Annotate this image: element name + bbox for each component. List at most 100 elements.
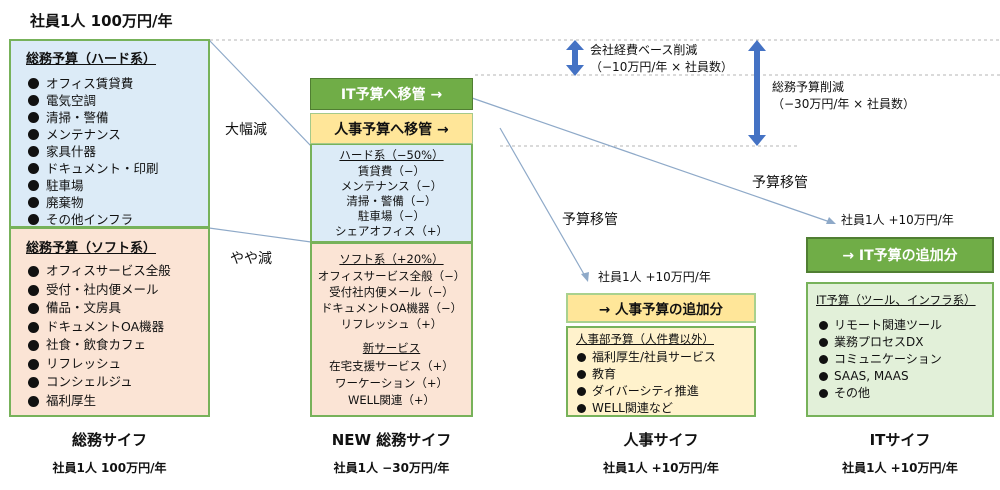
new-ga-hard-title: ハード系（−50%） (339, 148, 444, 162)
ga-wallet-value: 社員1人 100万円/年 (52, 461, 167, 475)
list-item: WELL関連など (576, 400, 716, 417)
bullet-icon (28, 395, 39, 407)
list-item-text: ドキュメントOA機器 (46, 318, 165, 334)
hr-add-banner: → 人事予算の追加分 (566, 293, 756, 323)
new-ga-soft-box: ソフト系（+20%） オフィスサービス全般（−）受付社内便メール（−）ドキュメン… (310, 242, 473, 417)
list-item-text: 家具什器 (46, 144, 97, 159)
bullet-icon (28, 214, 39, 225)
list-item: ダイバーシティ推進 (576, 383, 716, 400)
bullet-icon (28, 146, 39, 157)
bullet-icon (28, 180, 39, 191)
new-services-title: 新サービス (362, 341, 421, 355)
list-item: その他インフラ (26, 211, 159, 228)
ga-hard-list: オフィス賃貸費電気空調清掃・警備メンテナンス家具什器ドキュメント・印刷駐車場廃棄… (26, 75, 159, 228)
transfer-arrowhead-it (826, 217, 836, 224)
new-ga-soft-list: オフィスサービス全般（−）受付社内便メール（−）ドキュメントOA機器（−）リフレ… (312, 268, 471, 332)
bullet-icon (577, 370, 586, 379)
list-item-text: ダイバーシティ推進 (592, 384, 699, 398)
company-cut-arrow (566, 40, 584, 76)
bullet-icon (577, 404, 586, 413)
list-item: 備品・文房具 (26, 299, 171, 318)
ga-cut-arrow (748, 40, 766, 146)
ga-wallet-title: 総務サイフ (71, 431, 147, 449)
list-item: 清掃・警備 (26, 109, 159, 126)
list-item: コミュニケーション (818, 351, 942, 368)
list-item: ワーケーション（+） (335, 376, 448, 390)
ga-cut-line1: 総務予算削減 (772, 80, 845, 94)
list-item-text: オフィスサービス全般 (46, 263, 171, 278)
list-item: 福利厚生/社員サービス (576, 349, 716, 366)
ga-soft-box: 総務予算（ソフト系） オフィスサービス全般受付・社内便メール備品・文房具ドキュメ… (9, 227, 210, 417)
bullet-icon (28, 129, 39, 140)
it-budget-title: IT予算（ツール、インフラ系） (816, 293, 976, 307)
list-item-text: オフィス賃貸費 (46, 76, 134, 91)
list-item: 清掃・警備（−） (346, 194, 437, 208)
hr-wallet-title: 人事サイフ (623, 431, 699, 449)
list-item-text: 社食・飲食カフェ (46, 337, 147, 352)
transfer-label-hr: 予算移管 (562, 212, 618, 228)
list-item-text: SAAS, MAAS (834, 369, 909, 383)
bullet-icon (28, 340, 39, 351)
ga-cut-line2: （−30万円/年 × 社員数） (772, 97, 916, 111)
bullet-icon (819, 355, 828, 364)
big-cut-label: 大幅減 (225, 122, 267, 138)
bullet-icon (28, 163, 39, 174)
ga-soft-list: オフィスサービス全般受付・社内便メール備品・文房具ドキュメントOA機器社食・飲食… (26, 262, 171, 410)
bullet-icon (819, 321, 828, 330)
list-item-text: 福利厚生/社員サービス (592, 350, 717, 364)
list-item: 家具什器 (26, 143, 159, 160)
bullet-icon (28, 377, 39, 388)
transfer-arrow-it (471, 97, 831, 223)
list-item-text: その他 (834, 386, 871, 400)
new-ga-soft-title: ソフト系（+20%） (339, 252, 444, 266)
new-ga-wallet-title: NEW 総務サイフ (331, 431, 452, 449)
list-item: シェアオフィス（+） (335, 224, 448, 238)
bullet-icon (28, 197, 39, 208)
new-services-list: 在宅支援サービス（+）ワーケーション（+）WELL関連（+） (312, 358, 471, 409)
list-item: メンテナンス (26, 126, 159, 143)
hr-budget-title: 人事部予算（人件費以外） (576, 332, 714, 346)
company-cut-line1: 会社経費ベース削減 (590, 43, 698, 57)
list-item: コンシェルジュ (26, 373, 171, 392)
list-item: 駐車場（−） (357, 209, 426, 223)
new-ga-wallet-value: 社員1人 −30万円/年 (333, 461, 450, 475)
hr-transfer-banner: 人事予算へ移管 → (310, 113, 473, 144)
small-cut-label: やや減 (230, 251, 272, 267)
bullet-icon (28, 266, 39, 277)
list-item: 在宅支援サービス（+） (329, 359, 454, 373)
ga-cut-annotation: 総務予算削減 （−30万円/年 × 社員数） (772, 79, 915, 113)
it-add-banner: → IT予算の追加分 (806, 237, 994, 273)
company-cut-annotation: 会社経費ベース削減 （−10万円/年 × 社員数） (590, 42, 733, 76)
list-item-text: コンシェルジュ (46, 374, 133, 389)
it-wallet-title: ITサイフ (869, 431, 931, 449)
list-item: SAAS, MAAS (818, 368, 942, 385)
hr-add-label: 社員1人 +10万円/年 (598, 270, 711, 284)
list-item-text: 電気空調 (46, 93, 97, 108)
hr-wallet-value: 社員1人 +10万円/年 (603, 461, 719, 475)
it-transfer-banner: IT予算へ移管 → (310, 78, 473, 110)
bullet-icon (819, 338, 828, 347)
bullet-icon (28, 358, 39, 370)
list-item: リフレッシュ (26, 355, 171, 374)
list-item: その他 (818, 385, 942, 402)
list-item: 受付社内便メール（−） (329, 285, 454, 299)
list-item-text: WELL関連など (592, 401, 673, 415)
list-item: 駐車場 (26, 177, 159, 194)
connector-hard (208, 39, 312, 147)
bullet-icon (577, 387, 586, 396)
list-item-text: 清掃・警備 (46, 110, 109, 125)
list-item: オフィス賃貸費 (26, 75, 159, 92)
list-item-text: ドキュメント・印刷 (46, 161, 159, 176)
ga-hard-title: 総務予算（ハード系） (26, 52, 157, 67)
list-item-text: その他インフラ (46, 212, 134, 227)
connector-soft (208, 227, 312, 243)
list-item-text: 業務プロセスDX (834, 335, 924, 349)
list-item: 受付・社内便メール (26, 281, 171, 300)
list-item-text: リフレッシュ (46, 355, 122, 371)
list-item: オフィスサービス全般（−） (317, 269, 466, 283)
ga-hard-box: 総務予算（ハード系） オフィス賃貸費電気空調清掃・警備メンテナンス家具什器ドキュ… (9, 39, 210, 228)
